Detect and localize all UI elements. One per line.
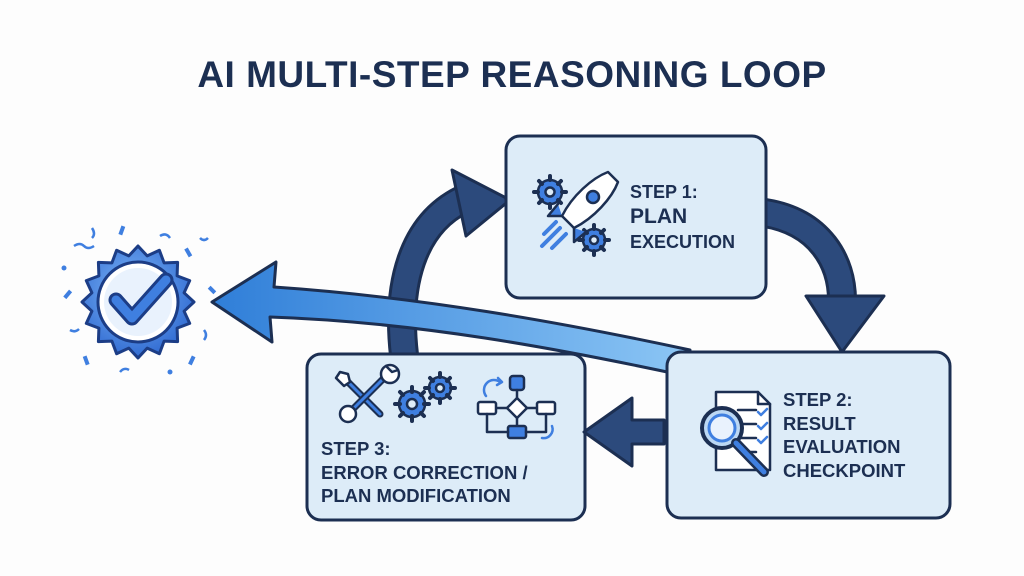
flowchart-icon [476,374,557,440]
step-3-label: STEP 3: [321,438,391,459]
confetti [61,225,217,375]
gear-icon [532,174,568,210]
step-1-box [504,134,768,300]
step-1-line-1: PLAN [630,205,688,229]
magnifier-checklist-icon [700,390,772,477]
step-3-box [305,352,587,522]
step-3-line-2: PLAN MODIFICATION [321,485,511,507]
step-2-line-2: EVALUATION [783,436,901,458]
step-2-label: STEP 2: [783,389,853,410]
step-1-text: STEP 1: PLAN EXECUTION [630,181,735,254]
gear-icon [577,223,611,257]
step-2-line-1: RESULT [783,412,856,434]
gear-icon [393,371,457,423]
step-1-line-2: EXECUTION [630,231,736,252]
step-3-line-1: ERROR CORRECTION / [321,461,528,483]
checkmark-badge-icon [61,225,217,375]
step-2-text: STEP 2: RESULT EVALUATION CHECKPOINT [783,388,905,483]
page-title: AI MULTI-STEP REASONING LOOP [197,54,827,95]
rocket-with-gears-icon [532,170,620,257]
loop-arrow-to-step-1 [387,168,512,357]
arrow-step-2-to-step-3 [582,396,666,468]
wrench-screwdriver-icon [334,363,401,424]
step-1-label: STEP 1: [630,182,698,202]
step-3-text: STEP 3: ERROR CORRECTION / PLAN MODIFICA… [321,437,528,508]
step-2-line-3: CHECKPOINT [783,460,906,482]
arrow-step-1-to-step-2 [761,198,886,354]
